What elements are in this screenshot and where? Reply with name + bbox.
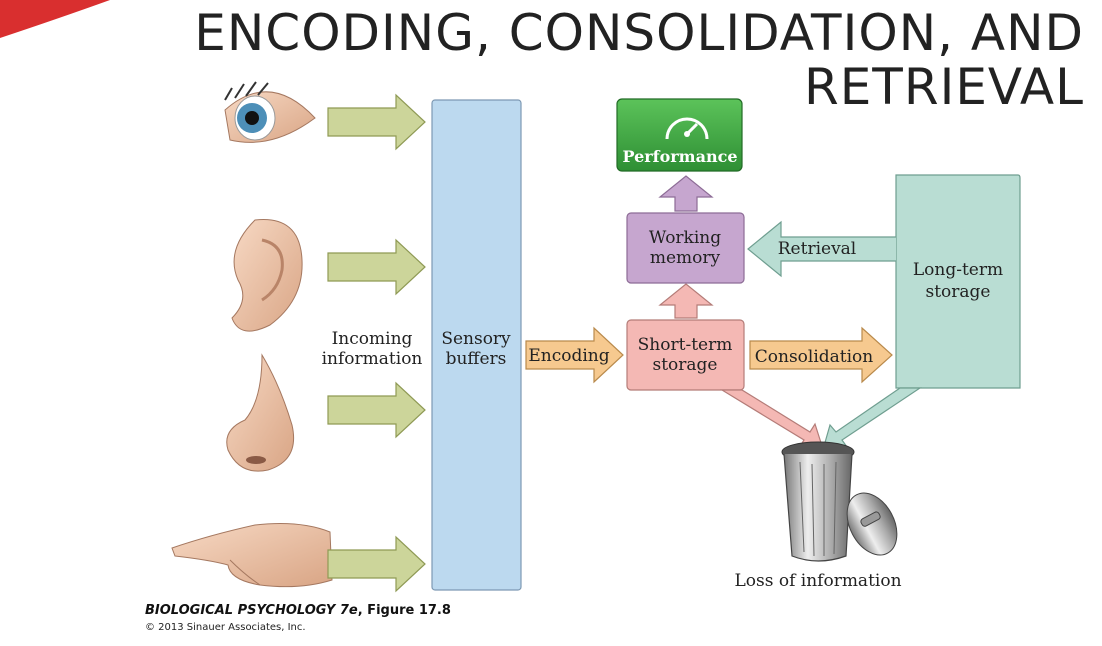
short-term-label-line2: storage <box>653 355 718 375</box>
working-memory-box <box>626 212 745 284</box>
retrieval-label: Retrieval <box>778 239 857 259</box>
performance-label: Performance <box>622 147 737 166</box>
input-arrow-ear <box>327 238 426 296</box>
sensory-label-line1: Sensory <box>441 329 511 349</box>
short-term-storage-box <box>626 319 745 391</box>
input-arrow-nose <box>327 381 426 439</box>
short-term-label-line1: Short-term <box>638 335 733 355</box>
long-term-label-line2: storage <box>926 282 991 302</box>
caption-figure: , Figure 17.8 <box>357 603 451 618</box>
input-arrow-touch <box>327 535 426 593</box>
incoming-label-line2: information <box>322 349 423 369</box>
caption-book: BIOLOGICAL PSYCHOLOGY 7e <box>145 603 358 618</box>
retrieval-arrow <box>747 220 896 278</box>
pointing-hand-icon <box>171 523 333 588</box>
long-term-storage-box <box>895 174 1021 389</box>
ear-icon <box>231 219 303 332</box>
slide-title-line2: RETRIEVAL <box>803 58 1084 116</box>
encoding-label: Encoding <box>528 346 609 366</box>
slide-title-line1: ENCODING, CONSOLIDATION, AND <box>194 4 1084 62</box>
incoming-label-line1: Incoming <box>332 329 413 349</box>
sensory-buffers-box <box>431 99 522 591</box>
eye-icon <box>224 81 316 143</box>
long-term-label-line1: Long-term <box>913 260 1003 280</box>
performance-box <box>616 98 743 172</box>
slide-title: ENCODING, CONSOLIDATION, AND RETRIEVAL <box>104 6 1084 114</box>
up-arrow-to-working-memory <box>658 283 714 319</box>
working-memory-label-line1: Working <box>649 228 721 248</box>
gauge-icon <box>665 117 709 140</box>
figure-caption: BIOLOGICAL PSYCHOLOGY 7e, Figure 17.8 <box>145 603 451 618</box>
input-arrow-eye <box>327 93 426 151</box>
consolidation-label: Consolidation <box>755 347 874 367</box>
nose-icon <box>226 353 294 472</box>
trash-can-icon <box>781 441 898 562</box>
caption-copyright: © 2013 Sinauer Associates, Inc. <box>145 622 306 633</box>
up-arrow-to-performance <box>658 175 714 212</box>
consolidation-arrow <box>749 326 893 384</box>
loss-arrow-from-short-term <box>719 389 823 449</box>
sensory-label-line2: buffers <box>446 349 507 369</box>
working-memory-label-line2: memory <box>650 248 721 268</box>
loss-arrow-from-long-term <box>823 387 922 448</box>
encoding-arrow <box>525 326 624 384</box>
loss-label: Loss of information <box>734 571 901 591</box>
corner-swoosh <box>0 0 110 38</box>
